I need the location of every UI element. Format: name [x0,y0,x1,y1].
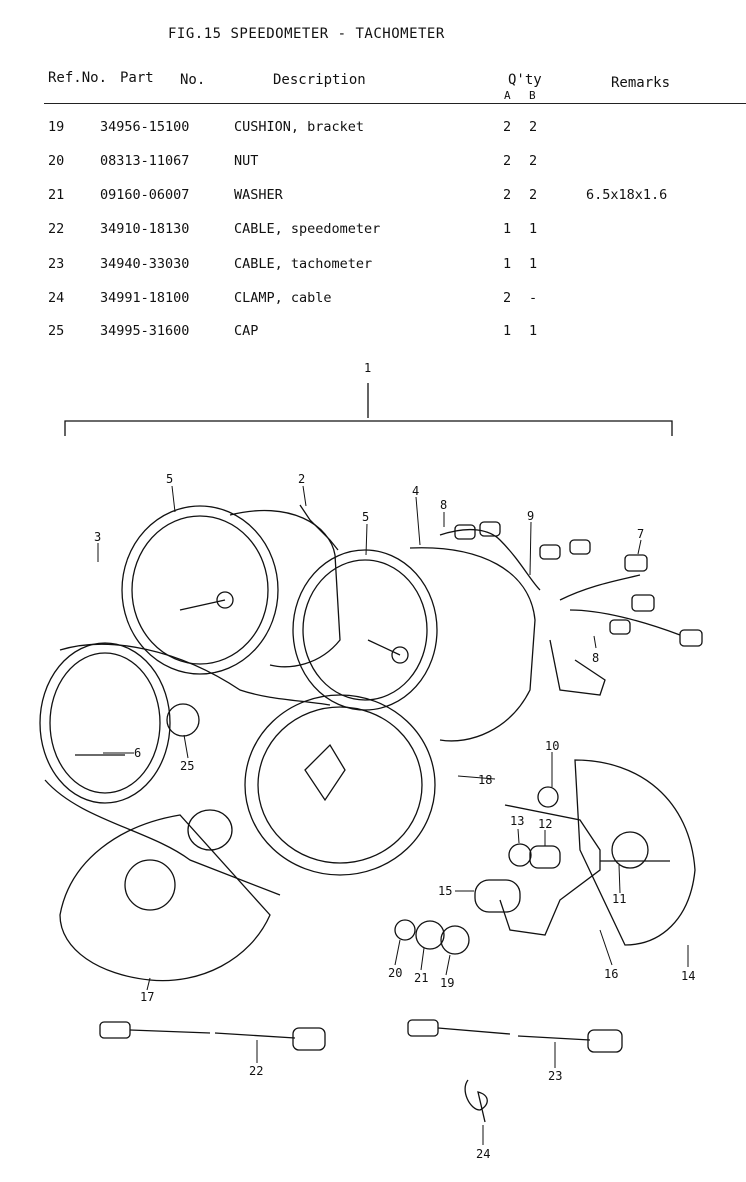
header-ref-no: Ref.No. [48,70,108,86]
callout-15: 15 [438,884,452,898]
callout-18: 18 [478,773,492,787]
mounting-bracket [394,786,670,955]
row-qty-b: 1 [529,221,538,237]
header-description: Description [273,72,366,88]
row-part-no: 34995-31600 [100,323,190,339]
row-ref: 24 [48,290,65,306]
header-rule [44,103,746,104]
row-part-no: 34910-18130 [100,221,190,237]
row-qty-a: 2 [503,187,512,203]
callout-23: 23 [548,1069,562,1083]
row-part-no: 34991-18100 [100,290,190,306]
callout-1: 1 [364,361,371,375]
callout-12: 12 [538,817,552,831]
header-qty-a: A [504,89,511,102]
row-description: CUSHION, bracket [234,119,365,135]
callout-6: 6 [134,746,141,760]
header-part: Part [120,70,154,86]
row-part-no: 34956-15100 [100,119,190,135]
header-remarks: Remarks [611,75,671,91]
header-qty: Q'ty [508,72,542,88]
row-qty-a: 1 [503,256,512,272]
row-part-no: 08313-11067 [100,153,190,169]
row-ref: 19 [48,119,65,135]
row-ref: 25 [48,323,65,339]
rear-cover-16 [574,759,696,946]
row-description: NUT [234,153,259,169]
cable-clamp-24 [464,1079,488,1123]
callout-24: 24 [476,1147,490,1161]
callout-22: 22 [249,1064,263,1078]
row-ref: 22 [48,221,65,237]
row-qty-b: - [529,290,538,306]
row-part-no: 09160-06007 [100,187,190,203]
row-qty-a: 1 [503,221,512,237]
callout-21: 21 [414,971,428,985]
row-ref: 23 [48,256,65,272]
tachometer-gauge [292,547,536,742]
callout-8a: 8 [440,498,447,512]
callout-17: 17 [140,990,154,1004]
speedometer-gauge [121,504,341,675]
row-part-no: 34940-33030 [100,256,190,272]
callout-20: 20 [388,966,402,980]
tachometer-cable [407,1019,623,1053]
row-qty-b: 2 [529,119,538,135]
row-remarks: 6.5x18x1.6 [586,187,668,203]
row-ref: 20 [48,153,65,169]
row-description: WASHER [234,187,283,203]
callout-5a: 5 [166,472,173,486]
lower-cover-17 [59,814,271,982]
callout-16: 16 [604,967,618,981]
row-description: CAP [234,323,259,339]
callout-11: 11 [612,892,626,906]
callout-10: 10 [545,739,559,753]
row-qty-a: 2 [503,153,512,169]
row-qty-a: 2 [503,290,512,306]
callout-4: 4 [412,484,419,498]
speedometer-cable [99,1021,326,1051]
callout-9: 9 [527,509,534,523]
callout-14: 14 [681,969,695,983]
row-qty-a: 1 [503,323,512,339]
callout-2: 2 [298,472,305,486]
callout-7: 7 [637,527,644,541]
row-qty-a: 2 [503,119,512,135]
header-no: No. [180,72,206,88]
assembly-bracket [64,420,673,436]
meter-housing [39,642,436,896]
callout-25: 25 [180,759,194,773]
row-qty-b: 1 [529,323,538,339]
row-qty-b: 2 [529,153,538,169]
callout-19: 19 [440,976,454,990]
row-qty-b: 2 [529,187,538,203]
row-ref: 21 [48,187,65,203]
bulb-sockets [439,521,703,696]
row-description: CABLE, tachometer [234,256,373,272]
callout-5b: 5 [362,510,369,524]
figure-title: FIG.15 SPEEDOMETER - TACHOMETER [168,26,445,42]
callout-3: 3 [94,530,101,544]
row-qty-b: 1 [529,256,538,272]
header-qty-b: B [529,89,536,102]
callout-13: 13 [510,814,524,828]
callout-8b: 8 [592,651,599,665]
row-description: CLAMP, cable [234,290,332,306]
row-description: CABLE, speedometer [234,221,381,237]
